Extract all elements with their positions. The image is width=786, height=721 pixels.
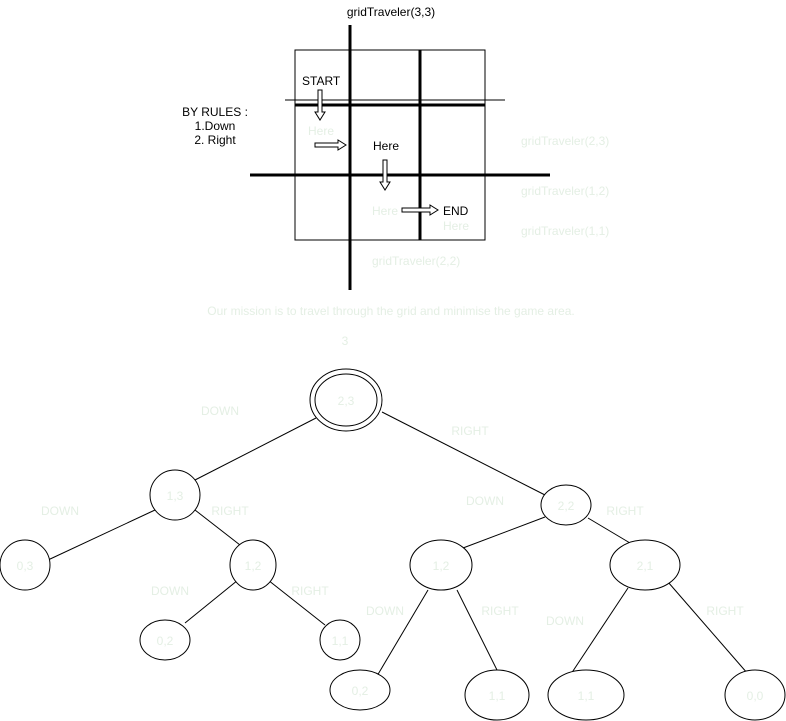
rule-down: 1.Down <box>195 119 236 133</box>
tree-node <box>724 669 786 721</box>
grid-illustration: gridTraveler(3,3) START Here Here Here E… <box>182 5 609 290</box>
tree-node <box>0 539 51 591</box>
edge-label-right: RIGHT <box>481 604 519 618</box>
tree-edge <box>47 509 156 561</box>
arrow-right-icon <box>401 204 439 216</box>
recursion-tree: 2,3 1,3 2,2 0,3 1,2 0,2 1,1 1,2 2,1 0,2 … <box>0 368 786 721</box>
tree-node-root <box>309 368 383 432</box>
tree-edge <box>667 581 749 675</box>
tree-edge <box>462 516 546 549</box>
tree-edge <box>267 579 326 626</box>
tree-node <box>329 669 391 711</box>
tree-node <box>139 619 191 661</box>
tree-node-label: 1,1 <box>578 689 595 703</box>
tree-node-label: 0,3 <box>17 559 34 573</box>
tree-node-label: 1,2 <box>433 559 450 573</box>
edge-label-right: RIGHT <box>706 604 744 618</box>
here-label-3: Here <box>372 204 398 218</box>
edge-label-down: DOWN <box>201 404 239 418</box>
tree-edge <box>194 509 241 546</box>
tree-node-label: 1,3 <box>167 489 184 503</box>
tree-node-label: 1,1 <box>332 634 349 648</box>
grid-title: gridTraveler(3,3) <box>347 5 435 19</box>
rule-right: 2. Right <box>194 133 236 147</box>
tree-edge <box>566 587 629 681</box>
tree-node <box>609 539 681 591</box>
arrow-down-icon <box>379 159 391 191</box>
tree-node-label: 0,2 <box>352 684 369 698</box>
arrow-right-icon <box>314 139 347 151</box>
edge-label-down: DOWN <box>151 584 189 598</box>
subproblem-label: gridTraveler(2,2) <box>372 254 460 268</box>
here-label-1: Here <box>308 124 334 138</box>
tree-node-label: 2,2 <box>558 499 575 513</box>
tree-node <box>540 484 592 526</box>
tree-edge <box>381 411 546 496</box>
tree-node-label: 0,2 <box>157 634 174 648</box>
tree-node-label: 0,0 <box>747 689 764 703</box>
edge-label-right: RIGHT <box>211 504 249 518</box>
tree-node-label: 1,2 <box>245 559 262 573</box>
tree-node <box>409 539 473 591</box>
tree-edge <box>456 589 499 673</box>
tree-node-label: 2,1 <box>637 559 654 573</box>
grid-border <box>294 49 486 241</box>
tree-node <box>319 619 361 661</box>
edge-label-down: DOWN <box>546 614 584 628</box>
tree-node <box>547 669 625 721</box>
tree-edge <box>194 417 317 481</box>
tree-edge <box>184 579 239 624</box>
mission-text: Our mission is to travel through the gri… <box>207 304 575 318</box>
tree-edge <box>587 517 631 544</box>
tree-result: 3 <box>342 334 349 348</box>
tree-node-label: 1,1 <box>489 689 506 703</box>
end-label: END <box>443 204 469 218</box>
subproblem-label: gridTraveler(2,3) <box>521 134 609 148</box>
here-label-2: Here <box>373 139 399 153</box>
start-label: START <box>302 74 341 88</box>
edge-label-right: RIGHT <box>451 424 489 438</box>
tree-edge <box>376 589 429 677</box>
tree-node <box>464 669 530 721</box>
tree-node <box>149 469 201 521</box>
tree-node <box>229 539 277 591</box>
edge-label-down: DOWN <box>41 504 79 518</box>
arrow-down-icon <box>314 89 326 121</box>
edge-label-down: DOWN <box>366 604 404 618</box>
tree-node-root-inner <box>314 373 378 427</box>
subproblem-label: gridTraveler(1,1) <box>521 224 609 238</box>
here-label-4: Here <box>443 219 469 233</box>
tree-node-label: 2,3 <box>338 394 355 408</box>
rules-title: BY RULES : <box>182 105 248 119</box>
subproblem-label: gridTraveler(1,2) <box>521 184 609 198</box>
edge-label-right: RIGHT <box>606 504 644 518</box>
edge-label-right: RIGHT <box>291 584 329 598</box>
edge-label-down: DOWN <box>466 494 504 508</box>
